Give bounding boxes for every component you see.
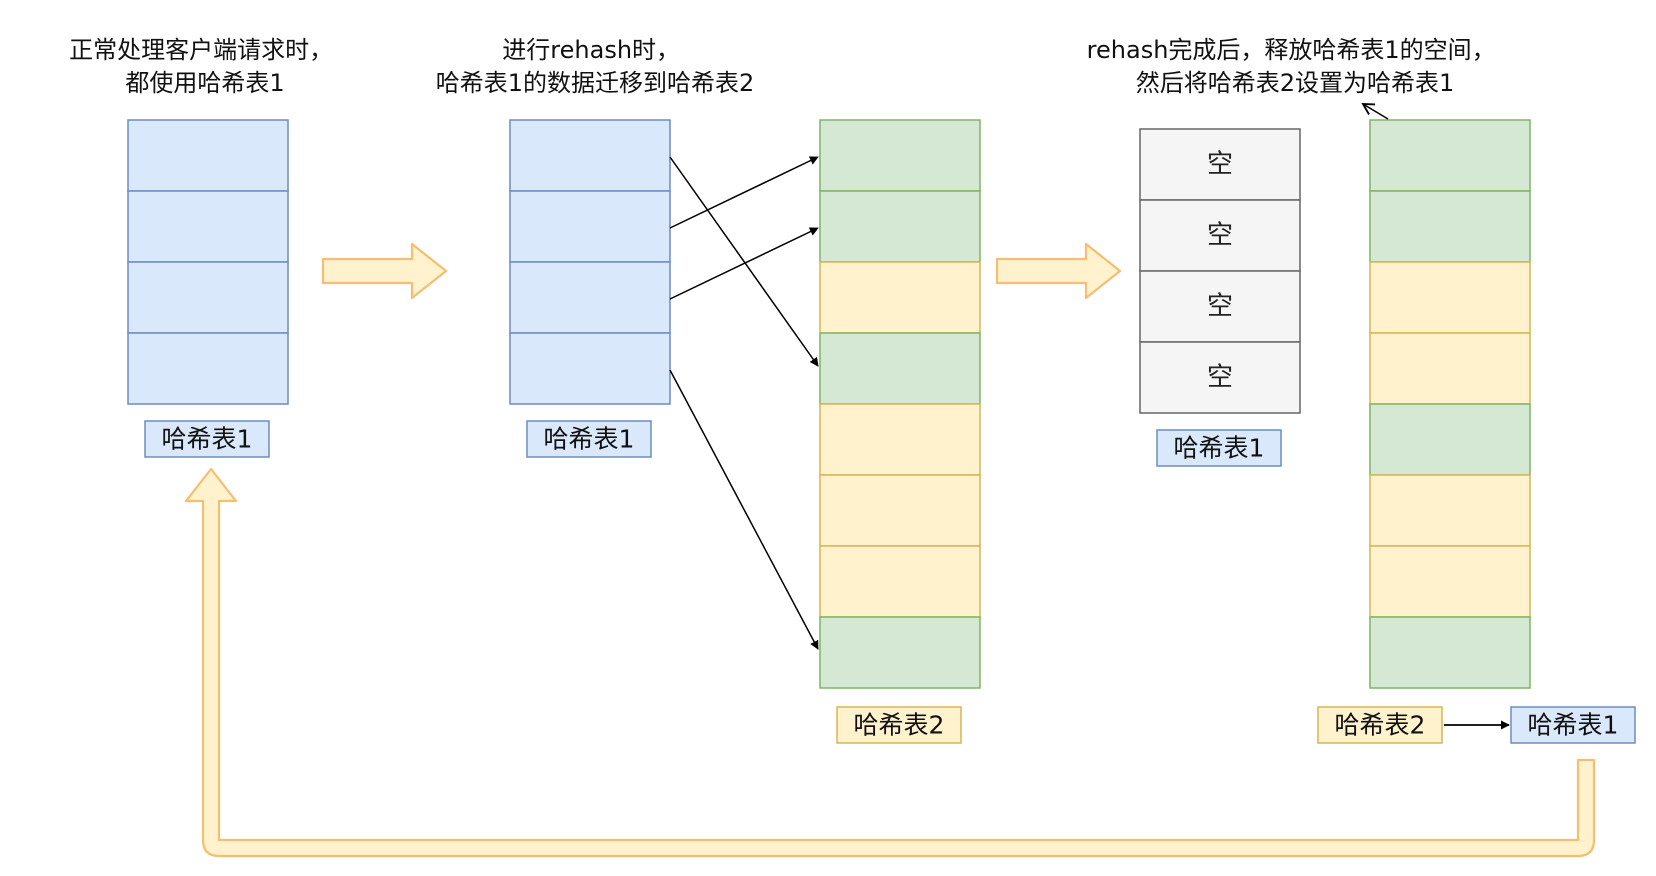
step-arrow-2 [995,242,1122,300]
label-text: 哈希表2 [854,711,945,740]
hash-table-cell [1369,403,1531,476]
label-box [1156,429,1282,467]
loop-back-arrow [184,467,1596,858]
step1-hash-table-1 [127,119,289,405]
empty-cell-text: 空 [1207,221,1233,251]
hash-table-cell [509,332,671,405]
hash-table-cell [1369,474,1531,547]
empty-cell-text: 空 [1207,292,1233,322]
empty-cell-text: 空 [1207,150,1233,180]
hash-table-cell [509,261,671,334]
hash-table-cell [819,190,981,263]
migration-arrow [669,369,819,650]
step2-hash-table-1 [509,119,671,405]
caption-step1: 正常处理客户端请求时， 都使用哈希表1 [69,36,341,97]
migration-arrow [669,156,819,229]
caption-step3-line1: rehash完成后，释放哈希表1的空间， [1087,36,1496,64]
caption-step3: rehash完成后，释放哈希表1的空间， 然后将哈希表2设置为哈希表1 [1087,36,1504,97]
hash-table-cell [1369,190,1531,263]
caption-step2-line1: 进行rehash时， [502,36,680,64]
hash-table-cell [819,332,981,405]
hash-table-cell [1369,119,1531,192]
hash-table-cell [1139,270,1301,343]
hash-table-cell [127,332,289,405]
label-step1-ht1: 哈希表1 [144,420,270,458]
label-text: 哈希表1 [1528,711,1619,740]
hash-table-cell [1369,545,1531,618]
step-arrow-1 [321,242,448,300]
hash-table-cell [127,190,289,263]
migration-arrow [669,227,819,300]
hash-table-cell [1369,332,1531,405]
label-box [836,706,962,744]
empty-cell-text: 空 [1207,363,1233,393]
label-text: 哈希表2 [1335,711,1426,740]
migration-arrows [669,156,819,650]
hash-table-cell [819,616,981,689]
label-box [526,420,652,458]
label-box [1510,706,1636,744]
label-box [144,420,270,458]
hash-table-cell [819,403,981,476]
caption-step2-line2: 哈希表1的数据迁移到哈希表2 [436,69,755,97]
label-step3-old-ht1: 哈希表1 [1156,429,1282,467]
label-step3-new-ht1: 哈希表1 [1510,706,1636,744]
hash-table-cell [1139,341,1301,414]
hash-table-cell [1139,128,1301,201]
label-text: 哈希表1 [544,425,635,454]
label-text: 哈希表1 [1174,434,1265,463]
label-step2-ht1: 哈希表1 [526,420,652,458]
label-text: 哈希表1 [162,425,253,454]
step3-hash-table-2 [1369,119,1531,689]
hash-table-cell [819,474,981,547]
hash-table-cell [1369,616,1531,689]
label-box [1317,706,1443,744]
hash-table-cell [1369,261,1531,334]
caption-step2: 进行rehash时， 哈希表1的数据迁移到哈希表2 [436,36,755,97]
caption-step3-line2: 然后将哈希表2设置为哈希表1 [1136,69,1455,97]
label-step3-ht2: 哈希表2 [1317,706,1443,744]
caption-pointer-arrow [1361,103,1389,120]
step2-hash-table-2 [819,119,981,689]
migration-arrow [669,156,819,367]
hash-table-cell [509,190,671,263]
hash-table-cell [1139,199,1301,272]
hash-table-cell [819,261,981,334]
hash-table-cell [509,119,671,192]
hash-table-cell [127,261,289,334]
hash-table-cell [819,119,981,192]
hash-table-cell [819,545,981,618]
label-step2-ht2: 哈希表2 [836,706,962,744]
caption-step1-line1: 正常处理客户端请求时， [69,36,333,64]
hash-table-cell [127,119,289,192]
caption-step1-line2: 都使用哈希表1 [125,69,284,97]
